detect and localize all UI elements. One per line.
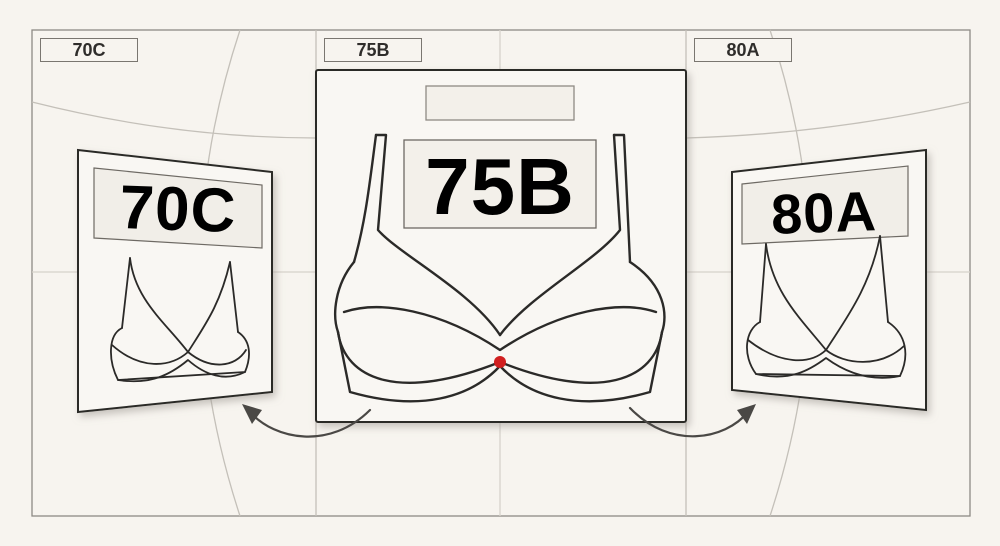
bra-outline-icon — [746, 235, 907, 379]
panel-size-75b: 75B — [425, 142, 575, 231]
panel-70c: 70C — [77, 148, 273, 414]
tab-label-75b: 75B — [324, 38, 422, 62]
tab-label-70c: 70C — [40, 38, 138, 62]
panel-75b: 75B — [315, 69, 687, 423]
tab-label-80a: 80A — [694, 38, 792, 62]
panel-size-80a: 80A — [770, 179, 878, 246]
bra-outline-icon — [110, 257, 250, 383]
arrow-left-icon — [242, 404, 372, 438]
arrow-right-icon — [628, 404, 756, 438]
panel-80a: 80A — [731, 148, 927, 412]
center-point-marker — [494, 356, 506, 368]
panel-size-70c: 70C — [118, 173, 237, 246]
